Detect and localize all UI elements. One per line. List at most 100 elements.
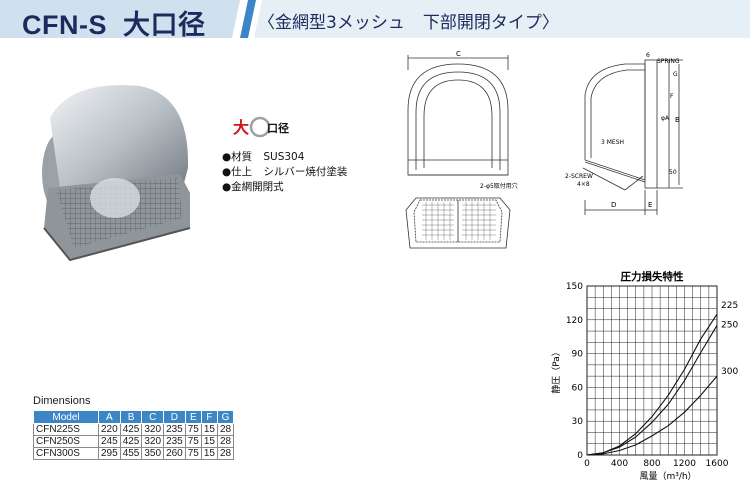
logo-rest-text: 口径 (267, 121, 289, 135)
table-cell: 235 (163, 423, 186, 436)
column-header: F (200, 410, 219, 424)
x-axis-label: 風量（m³/h） (639, 471, 696, 482)
front-view-drawing: C 2-φ5取付用穴 (405, 50, 518, 249)
chart-grid (586, 285, 718, 456)
dim-label-e: E (648, 201, 652, 209)
table-cell: 28 (216, 447, 235, 460)
model-cell: CFN250S (33, 435, 99, 448)
column-header: E (184, 410, 202, 424)
table-cell: 75 (184, 423, 202, 436)
y-tick-label: 150 (566, 282, 583, 292)
table-cell: 425 (119, 435, 143, 448)
chart-title: 圧力損失特性 (621, 270, 684, 283)
column-header: B (119, 410, 143, 424)
table-cell: 320 (141, 435, 165, 448)
spec-finish: ●仕上 シルバー焼付塗装 (222, 165, 347, 180)
series-line-300 (586, 375, 718, 456)
column-header: Model (33, 410, 99, 424)
x-tick-labels: 0 400 800 1200 1600 (584, 459, 729, 469)
spec-list: ●材質 SUS304 ●仕上 シルバー焼付塗装 ●金網開閉式 (222, 150, 347, 195)
table-cell: 260 (163, 447, 186, 460)
series-label-300: 300 (721, 367, 738, 377)
series-label-250: 250 (721, 320, 738, 330)
screw-label: 2-SCREW (565, 173, 593, 180)
product-photo (42, 85, 191, 262)
screw-size-label: 4×8 (577, 181, 590, 188)
dim-label-hole: 2-φ5取付用穴 (480, 182, 518, 190)
dim-label-phi-a: φA (661, 115, 670, 122)
model-cell: CFN300S (33, 447, 99, 460)
table-cell: 245 (98, 435, 121, 448)
table-cell: 15 (200, 447, 219, 460)
y-tick-label: 90 (572, 350, 584, 360)
model-cell: CFN225S (33, 423, 99, 436)
product-name: 大口径 (123, 10, 206, 40)
spec-value: シルバー焼付塗装 (263, 166, 348, 178)
table-cell: 15 (200, 435, 219, 448)
spec-value: SUS304 (263, 151, 305, 163)
table-row: CFN225S 220 425 320 235 75 15 28 (33, 423, 235, 436)
table-cell: 75 (184, 435, 202, 448)
y-tick-label: 30 (572, 417, 584, 427)
dim-label-f: F (670, 93, 674, 100)
table-cell: 220 (98, 423, 121, 436)
dim-label-c: C (456, 50, 461, 58)
y-tick-label: 60 (572, 383, 584, 393)
table-cell: 455 (119, 447, 143, 460)
column-header: G (216, 410, 235, 424)
table-cell: 295 (98, 447, 121, 460)
table-cell: 350 (141, 447, 165, 460)
spec-key: ●材質 (222, 151, 253, 163)
x-tick-label: 400 (611, 459, 628, 469)
table-row: CFN250S 245 425 320 235 75 15 28 (33, 435, 235, 448)
x-tick-label: 1600 (706, 459, 729, 469)
x-tick-label: 1200 (673, 459, 696, 469)
logo-big-char: 大 (233, 118, 249, 137)
page-subtitle: 〈金網型3メッシュ下部開閉タイプ〉 (258, 8, 559, 33)
dim-label-g: G (673, 71, 678, 78)
dim-label-fifty: 50 (669, 169, 677, 176)
column-header: C (141, 410, 165, 424)
series-label-225: 225 (721, 301, 738, 311)
table-header-row: Model A B C D E F G (33, 410, 235, 424)
table-cell: 320 (141, 423, 165, 436)
y-tick-label: 0 (577, 451, 583, 461)
dimensions-title: Dimensions (33, 395, 91, 407)
model-name: CFN-S (22, 10, 107, 40)
large-diameter-logo: 大 口径 (233, 116, 289, 138)
chart-series: 225 250 300 (586, 301, 738, 456)
table-cell: 15 (200, 423, 219, 436)
column-header: A (98, 410, 121, 424)
x-tick-label: 800 (643, 459, 660, 469)
subtitle-type: 〈金網型3メッシュ (258, 13, 405, 33)
table-cell: 75 (184, 447, 202, 460)
series-line-250 (586, 325, 718, 456)
mesh-label: 3 MESH (601, 139, 624, 146)
column-header: D (163, 410, 186, 424)
dimensions-table: Model A B C D E F G CFN225S 220 425 320 … (33, 410, 235, 460)
y-axis-label: 静圧（Pa） (550, 347, 562, 394)
table-row: CFN300S 295 455 350 260 75 15 28 (33, 447, 235, 460)
table-cell: 28 (216, 423, 235, 436)
dim-label-d: D (611, 201, 616, 209)
spring-label: SPRING (657, 58, 680, 65)
title-bar: CFN-S 大口径 〈金網型3メッシュ下部開閉タイプ〉 (0, 0, 750, 40)
table-cell: 28 (216, 435, 235, 448)
chart-plot-frame (586, 285, 718, 456)
x-tick-label: 0 (584, 459, 590, 469)
logo-ring (249, 116, 271, 138)
page-title: CFN-S 大口径 (22, 3, 206, 42)
dim-label-b: B (675, 116, 680, 124)
dim-label-six: 6 (646, 52, 650, 59)
spec-mesh-open: ●金網開閉式 (222, 180, 347, 195)
table-cell: 425 (119, 423, 143, 436)
spec-material: ●材質 SUS304 (222, 150, 347, 165)
table-cell: 235 (163, 435, 186, 448)
spec-key: ●金網開閉式 (222, 181, 284, 193)
side-view-drawing: 6 SPRING G φA B 3 MESH 50 2-SCREW 4×8 D … (565, 52, 683, 215)
spec-key: ●仕上 (222, 166, 253, 178)
subtitle-opening: 下部開閉タイプ〉 (422, 13, 559, 33)
title-banner-shape (0, 0, 750, 38)
